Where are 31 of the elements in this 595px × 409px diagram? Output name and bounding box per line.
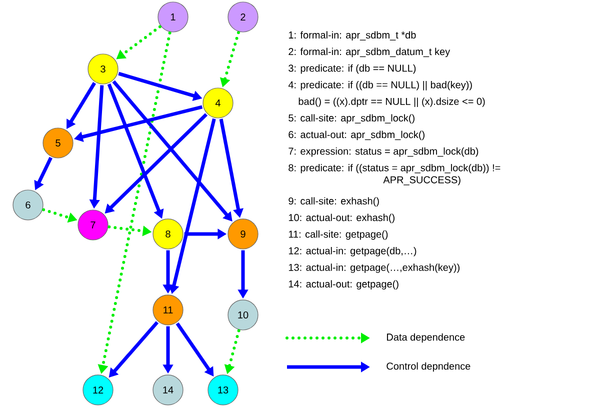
code-line: 11: call-site: getpage() — [288, 230, 388, 240]
graph-node: 12 — [82, 374, 114, 406]
legend-label: Data dependence — [387, 333, 465, 343]
graph-node: 1 — [158, 2, 188, 32]
graph-node: 2 — [228, 2, 258, 32]
graph-node: 5 — [42, 128, 74, 158]
graph-node: 7 — [78, 210, 108, 240]
code-line: bad() = ((x).dptr == NULL || (x).dsize <= 0) — [298, 98, 485, 107]
graph-node: 14 — [152, 374, 184, 406]
code-line: 4: predicate: if ((db == NULL) || bad(key)) — [288, 81, 472, 90]
code-line: 1: formal-in: apr_sdbm_t *db — [288, 31, 416, 40]
graph-node: 10 — [228, 300, 258, 330]
code-line: 6: actual-out: apr_sdbm_lock() — [288, 130, 424, 140]
legend-label: Control depndence — [386, 362, 470, 372]
code-line: 5: call-site: apr_sdbm_lock() — [288, 114, 414, 124]
graph-node: 3 — [88, 54, 118, 84]
graph-node: 4 — [202, 88, 234, 118]
code-line: 3: predicate: if (db == NULL) — [288, 64, 416, 74]
graph-node: 13 — [208, 374, 238, 406]
code-line: 8: predicate: if ((status = apr_sdbm_lock(db)) != APR_SUCCESS) — [288, 164, 500, 186]
graph-node: 6 — [12, 190, 44, 220]
code-line: 9: call-site: exhash() — [288, 197, 379, 206]
graph-node: 8 — [152, 218, 184, 250]
graph-node: 9 — [228, 218, 258, 250]
graph-node: 11 — [152, 294, 184, 326]
code-line: 10: actual-out: exhash() — [288, 214, 394, 224]
code-line: 2: formal-in: apr_sdbm_datum_t key — [288, 48, 450, 58]
code-line: 14: actual-out: getpage() — [288, 280, 398, 290]
code-line: 12: actual-in: getpage(db,…) — [288, 247, 416, 256]
code-line: 13: actual-in: getpage(…,exhash(key)) — [288, 264, 460, 273]
code-line: 7: expression: status = apr_sdbm_lock(db) — [288, 147, 478, 157]
